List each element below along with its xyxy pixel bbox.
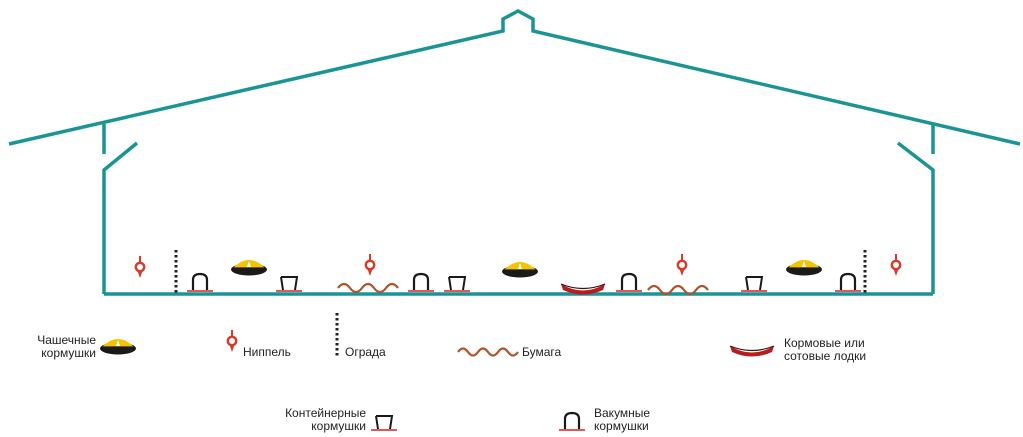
legend-vacuum-feeders-line2: кормушки xyxy=(594,419,649,433)
legend-container-feeders: Контейнерные кормушки xyxy=(285,406,398,433)
legend-nipple-label: Ниппель xyxy=(243,345,291,359)
vacuum-feeder-icon xyxy=(185,272,215,293)
wall-right xyxy=(896,141,935,294)
vacuum-feeder-icon xyxy=(614,272,644,293)
legend-fence: Ограда xyxy=(335,311,386,359)
legend-nipple: Ниппель xyxy=(226,328,291,359)
legend-paper-label: Бумага xyxy=(522,345,562,359)
legend-container-feeders-line2: кормушки xyxy=(311,419,366,433)
legend-container-feeders-line1: Контейнерные xyxy=(285,406,366,420)
container-feeder-icon xyxy=(740,276,768,292)
vacuum-feeder-icon xyxy=(406,272,436,293)
nipple-drinker-icon xyxy=(890,252,902,278)
legend-pan-feeders-line2: кормушки xyxy=(41,346,96,360)
legend-boats: Кормовые или сотовые лодки xyxy=(729,336,866,363)
paper-wave-icon xyxy=(647,284,709,296)
nipple-drinker-icon xyxy=(226,328,238,354)
paper-wave-icon xyxy=(457,347,519,357)
paper-wave-icon xyxy=(337,282,399,294)
nipple-drinker-icon xyxy=(134,254,146,280)
nipple-drinker-icon xyxy=(364,252,376,278)
legend-paper: Бумага xyxy=(457,345,562,359)
pan-feeder-icon xyxy=(785,259,823,277)
nipple-drinker-icon xyxy=(676,252,688,278)
legend-boats-line1: Кормовые или xyxy=(784,336,865,350)
container-feeder-icon xyxy=(275,276,303,292)
wall-left xyxy=(102,141,139,294)
vacuum-feeder-icon xyxy=(833,272,863,293)
legend-vacuum-feeders-line1: Вакумные xyxy=(594,406,650,420)
legend-pan-feeders-line1: Чашечные xyxy=(37,333,96,347)
pan-feeder-icon xyxy=(99,338,137,356)
pan-feeder-icon xyxy=(230,259,268,277)
legend-boats-line2: сотовые лодки xyxy=(784,349,866,363)
roof-left xyxy=(8,9,1021,146)
barn-equipment xyxy=(134,248,902,296)
container-feeder-icon xyxy=(370,415,398,431)
vacuum-feeder-icon xyxy=(557,411,587,432)
barn-outline xyxy=(8,9,1021,296)
container-feeder-icon xyxy=(443,276,471,292)
legend-vacuum-feeders: Вакумные кормушки xyxy=(557,406,650,433)
legend-pan-feeders: Чашечные кормушки xyxy=(37,333,137,360)
legend: Чашечные кормушки Ниппель Ограда Бумага … xyxy=(37,311,866,433)
legend-fence-label: Ограда xyxy=(345,345,386,359)
feed-boat-icon xyxy=(729,345,775,358)
pan-feeder-icon xyxy=(501,261,539,279)
